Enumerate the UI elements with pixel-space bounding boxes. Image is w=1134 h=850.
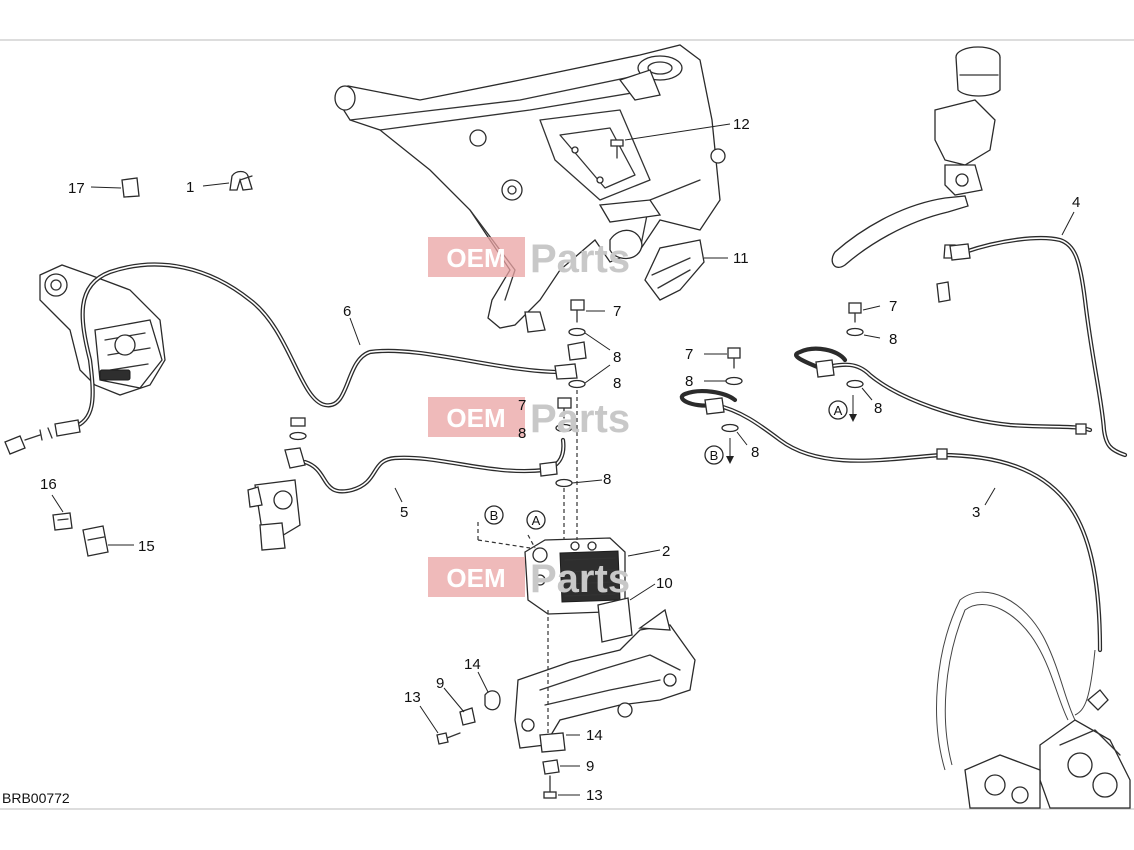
svg-text:A: A [532,513,541,528]
callout-9-a: 9 [436,675,444,692]
bolt-12 [610,123,731,159]
watermark-middle: OEM Parts [428,397,630,441]
rear-caliper-bracket [39,264,166,396]
svg-text:OEM: OEM [446,563,505,593]
banjo-bolt-7-right-b [704,347,748,446]
callout-8-e: 8 [685,373,693,390]
callout-15: 15 [138,538,155,555]
callout-8-g: 8 [889,331,897,348]
front-master-cylinder [831,46,1001,303]
svg-text:Parts: Parts [530,557,630,601]
brake-hose-3 [679,346,1103,653]
brake-hose-4 [949,211,1128,458]
grommet-left [419,671,501,745]
rear-master-cylinder [247,417,307,551]
callout-8-d: 8 [603,471,611,488]
svg-text:OEM: OEM [446,243,505,273]
clip-17 [90,177,140,198]
svg-text:B: B [490,508,499,523]
front-caliper-right [1039,689,1131,809]
callout-1: 1 [186,179,194,196]
callout-14-b: 14 [586,727,603,744]
callout-8-h: 8 [874,400,882,417]
marker-a-abs: A [526,510,546,530]
abs-mounting-bracket [514,608,696,749]
watermark-bottom: OEM Parts [428,557,630,601]
front-caliper-left [964,754,1041,809]
marker-b-abs: B [484,505,504,525]
callout-7-c: 7 [685,346,693,363]
svg-text:Parts: Parts [530,237,630,281]
callout-6: 6 [343,303,351,320]
svg-text:Parts: Parts [530,397,630,441]
callout-7-d: 7 [889,298,897,315]
watermark-top: OEM Parts [428,237,630,281]
brake-hose-6 [54,262,578,437]
callout-13-b: 13 [586,787,603,804]
clip-1 [202,170,253,191]
svg-text:A: A [834,403,843,418]
callout-14-a: 14 [464,656,481,673]
callout-16: 16 [40,476,57,493]
abs-modulator-2 [524,537,661,615]
assembly-dash-lines [477,390,578,735]
marker-b-right: B [704,438,734,465]
banjo-bolt-7-right-a [846,302,881,401]
brake-hose-5 [302,437,566,503]
callout-2: 2 [662,543,670,560]
clip-16 [51,494,73,531]
callout-3: 3 [972,504,980,521]
callout-8-c: 8 [518,425,526,442]
svg-text:B: B [710,448,719,463]
callout-8-f: 8 [751,444,759,461]
callout-9-b: 9 [586,758,594,775]
callout-11: 11 [733,250,749,267]
banjo-bolt-7-lower [555,397,603,488]
callout-7-a: 7 [613,303,621,320]
bracket-11 [644,239,728,301]
callout-7-b: 7 [518,397,526,414]
callout-13-a: 13 [404,689,421,706]
callout-labels: 12 11 17 1 6 7 8 8 7 8 8 5 16 15 2 10 14… [40,116,1080,804]
marker-a-right: A [828,395,857,422]
callout-4: 4 [1072,194,1080,211]
callout-8-b: 8 [613,375,621,392]
front-caliper-hoses [936,591,1096,771]
svg-text:OEM: OEM [446,403,505,433]
callout-17: 17 [68,180,85,197]
abs-pad-10 [597,583,656,643]
grommet-bottom [539,732,580,799]
rear-bleed-bolt [4,423,63,455]
callout-8-a: 8 [613,349,621,366]
clip-15 [82,525,134,557]
frame-subassembly [334,44,726,333]
washer-8-upper [567,327,611,389]
banjo-bolt-7-upper [570,299,605,323]
callout-10: 10 [656,575,673,592]
callout-12: 12 [733,116,750,133]
drawing-reference: BRB00772 [2,790,70,806]
callout-5: 5 [400,504,408,521]
